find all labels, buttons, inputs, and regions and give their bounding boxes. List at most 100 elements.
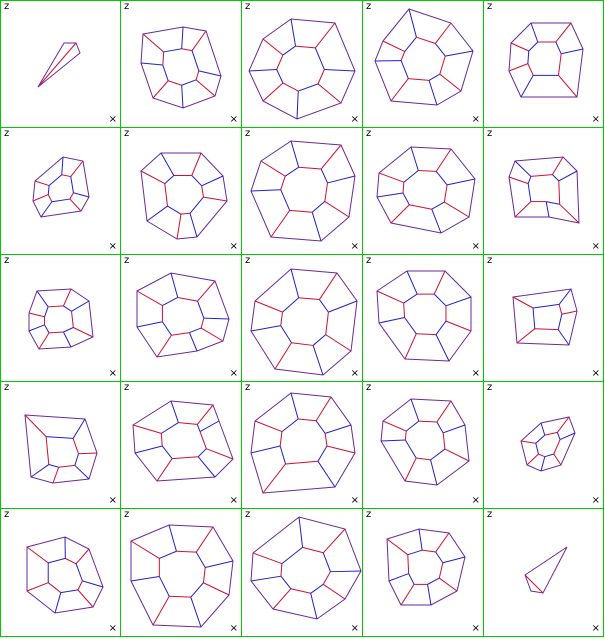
close-icon[interactable]: × bbox=[591, 241, 600, 252]
viewport-cell-2-5[interactable]: z× bbox=[483, 127, 604, 255]
polyhedron-edge bbox=[65, 557, 77, 565]
polyhedron-edge bbox=[540, 422, 546, 436]
polyhedron-edge bbox=[197, 300, 205, 319]
viewport-cell-2-3[interactable]: z× bbox=[241, 127, 363, 255]
polyhedron-outline bbox=[140, 26, 222, 109]
polyhedron-edge bbox=[310, 583, 324, 594]
close-icon[interactable]: × bbox=[229, 623, 238, 634]
polyhedron-edge bbox=[312, 345, 324, 376]
close-icon[interactable]: × bbox=[591, 623, 600, 634]
viewport-cell-1-2[interactable]: z× bbox=[120, 0, 242, 128]
polyhedron-edge bbox=[250, 445, 281, 454]
polyhedron-edge bbox=[248, 68, 277, 72]
viewport-cell-1-5[interactable]: z× bbox=[483, 0, 604, 128]
viewport-cell-5-2[interactable]: z× bbox=[120, 508, 242, 637]
viewport-cell-4-4[interactable]: z× bbox=[362, 381, 484, 509]
close-icon[interactable]: × bbox=[229, 495, 238, 506]
close-icon[interactable]: × bbox=[591, 495, 600, 506]
polyhedron-edge bbox=[508, 176, 529, 185]
close-icon[interactable]: × bbox=[471, 495, 480, 506]
polyhedron-edge bbox=[527, 63, 534, 76]
polyhedron-edge bbox=[188, 332, 198, 352]
viewport-cell-3-3[interactable]: z× bbox=[241, 254, 363, 382]
polyhedron-edge bbox=[408, 8, 417, 38]
polyhedron-view bbox=[386, 528, 466, 606]
polyhedron-edge bbox=[404, 439, 417, 459]
close-icon[interactable]: × bbox=[350, 495, 359, 506]
viewport-cell-1-1[interactable]: z× bbox=[0, 0, 121, 128]
viewport-cell-5-3[interactable]: z× bbox=[241, 508, 363, 637]
close-icon[interactable]: × bbox=[108, 241, 117, 252]
viewport-cell-4-5[interactable]: z× bbox=[483, 381, 604, 509]
polyhedron-edge bbox=[34, 180, 50, 187]
polyhedron-edge bbox=[544, 453, 554, 458]
polyhedron-edge bbox=[436, 421, 444, 434]
viewport-cell-3-5[interactable]: z× bbox=[483, 254, 604, 382]
polyhedron-edge bbox=[527, 176, 532, 184]
polyhedron-edge bbox=[557, 314, 563, 330]
close-icon[interactable]: × bbox=[350, 114, 359, 125]
polyhedron-edge bbox=[556, 432, 561, 440]
axis-label-z: z bbox=[245, 509, 251, 520]
polyhedron-view bbox=[508, 22, 584, 98]
close-icon[interactable]: × bbox=[108, 495, 117, 506]
polyhedron-edge bbox=[49, 331, 64, 334]
close-icon[interactable]: × bbox=[229, 241, 238, 252]
polyhedron-edge bbox=[158, 576, 170, 597]
polyhedron-edge bbox=[444, 448, 470, 462]
polyhedron-edge bbox=[26, 582, 49, 592]
close-icon[interactable]: × bbox=[471, 114, 480, 125]
polyhedron-edge bbox=[324, 200, 350, 218]
polyhedron-edge bbox=[191, 30, 207, 51]
polyhedron-edge bbox=[280, 312, 283, 326]
polyhedron-edge bbox=[528, 41, 539, 52]
viewport-cell-3-4[interactable]: z× bbox=[362, 254, 484, 382]
polyhedron-edge bbox=[380, 439, 406, 442]
close-icon[interactable]: × bbox=[591, 114, 600, 125]
polyhedron-edge bbox=[435, 148, 452, 172]
polyhedron-edge bbox=[279, 445, 287, 465]
polyhedron-edge bbox=[442, 424, 466, 434]
close-icon[interactable]: × bbox=[108, 623, 117, 634]
close-icon[interactable]: × bbox=[350, 623, 359, 634]
viewport-cell-1-3[interactable]: z× bbox=[241, 0, 363, 128]
close-icon[interactable]: × bbox=[229, 114, 238, 125]
viewport-cell-3-2[interactable]: z× bbox=[120, 254, 242, 382]
close-icon[interactable]: × bbox=[471, 368, 480, 379]
viewport-cell-2-1[interactable]: z× bbox=[0, 127, 121, 255]
polyhedron-edge bbox=[201, 185, 204, 198]
polyhedron-edge bbox=[404, 36, 417, 52]
close-icon[interactable]: × bbox=[229, 368, 238, 379]
viewport-cell-4-3[interactable]: z× bbox=[241, 381, 363, 509]
polyhedron-edge bbox=[276, 54, 284, 70]
close-icon[interactable]: × bbox=[108, 114, 117, 125]
polyhedron-edge bbox=[281, 418, 299, 432]
polyhedron-view bbox=[248, 18, 356, 120]
polyhedron-edge bbox=[416, 457, 431, 461]
viewport-cell-5-1[interactable]: z× bbox=[0, 508, 121, 637]
polyhedron-edge bbox=[168, 80, 182, 86]
close-icon[interactable]: × bbox=[350, 241, 359, 252]
viewport-cell-5-5[interactable]: z× bbox=[483, 508, 604, 637]
viewport-cell-2-2[interactable]: z× bbox=[120, 127, 242, 255]
close-icon[interactable]: × bbox=[471, 241, 480, 252]
close-icon[interactable]: × bbox=[108, 368, 117, 379]
viewport-cell-3-1[interactable]: z× bbox=[0, 254, 121, 382]
polyhedron-edge bbox=[162, 297, 178, 307]
viewport-cell-5-4[interactable]: z× bbox=[362, 508, 484, 637]
viewport-cell-4-1[interactable]: z× bbox=[0, 381, 121, 509]
polyhedron-edge bbox=[272, 588, 292, 610]
viewport-cell-1-4[interactable]: z× bbox=[362, 0, 484, 128]
polyhedron-edge bbox=[552, 174, 560, 182]
polyhedron-edge bbox=[190, 597, 202, 628]
viewport-cell-2-4[interactable]: z× bbox=[362, 127, 484, 255]
axis-label-z: z bbox=[245, 1, 251, 12]
polyhedron-edge bbox=[62, 288, 72, 307]
polyhedron-edge bbox=[557, 53, 562, 76]
close-icon[interactable]: × bbox=[350, 368, 359, 379]
polyhedron-edge bbox=[281, 546, 303, 564]
viewport-cell-4-2[interactable]: z× bbox=[120, 381, 242, 509]
polyhedron-edge bbox=[322, 583, 346, 600]
close-icon[interactable]: × bbox=[471, 623, 480, 634]
close-icon[interactable]: × bbox=[591, 368, 600, 379]
